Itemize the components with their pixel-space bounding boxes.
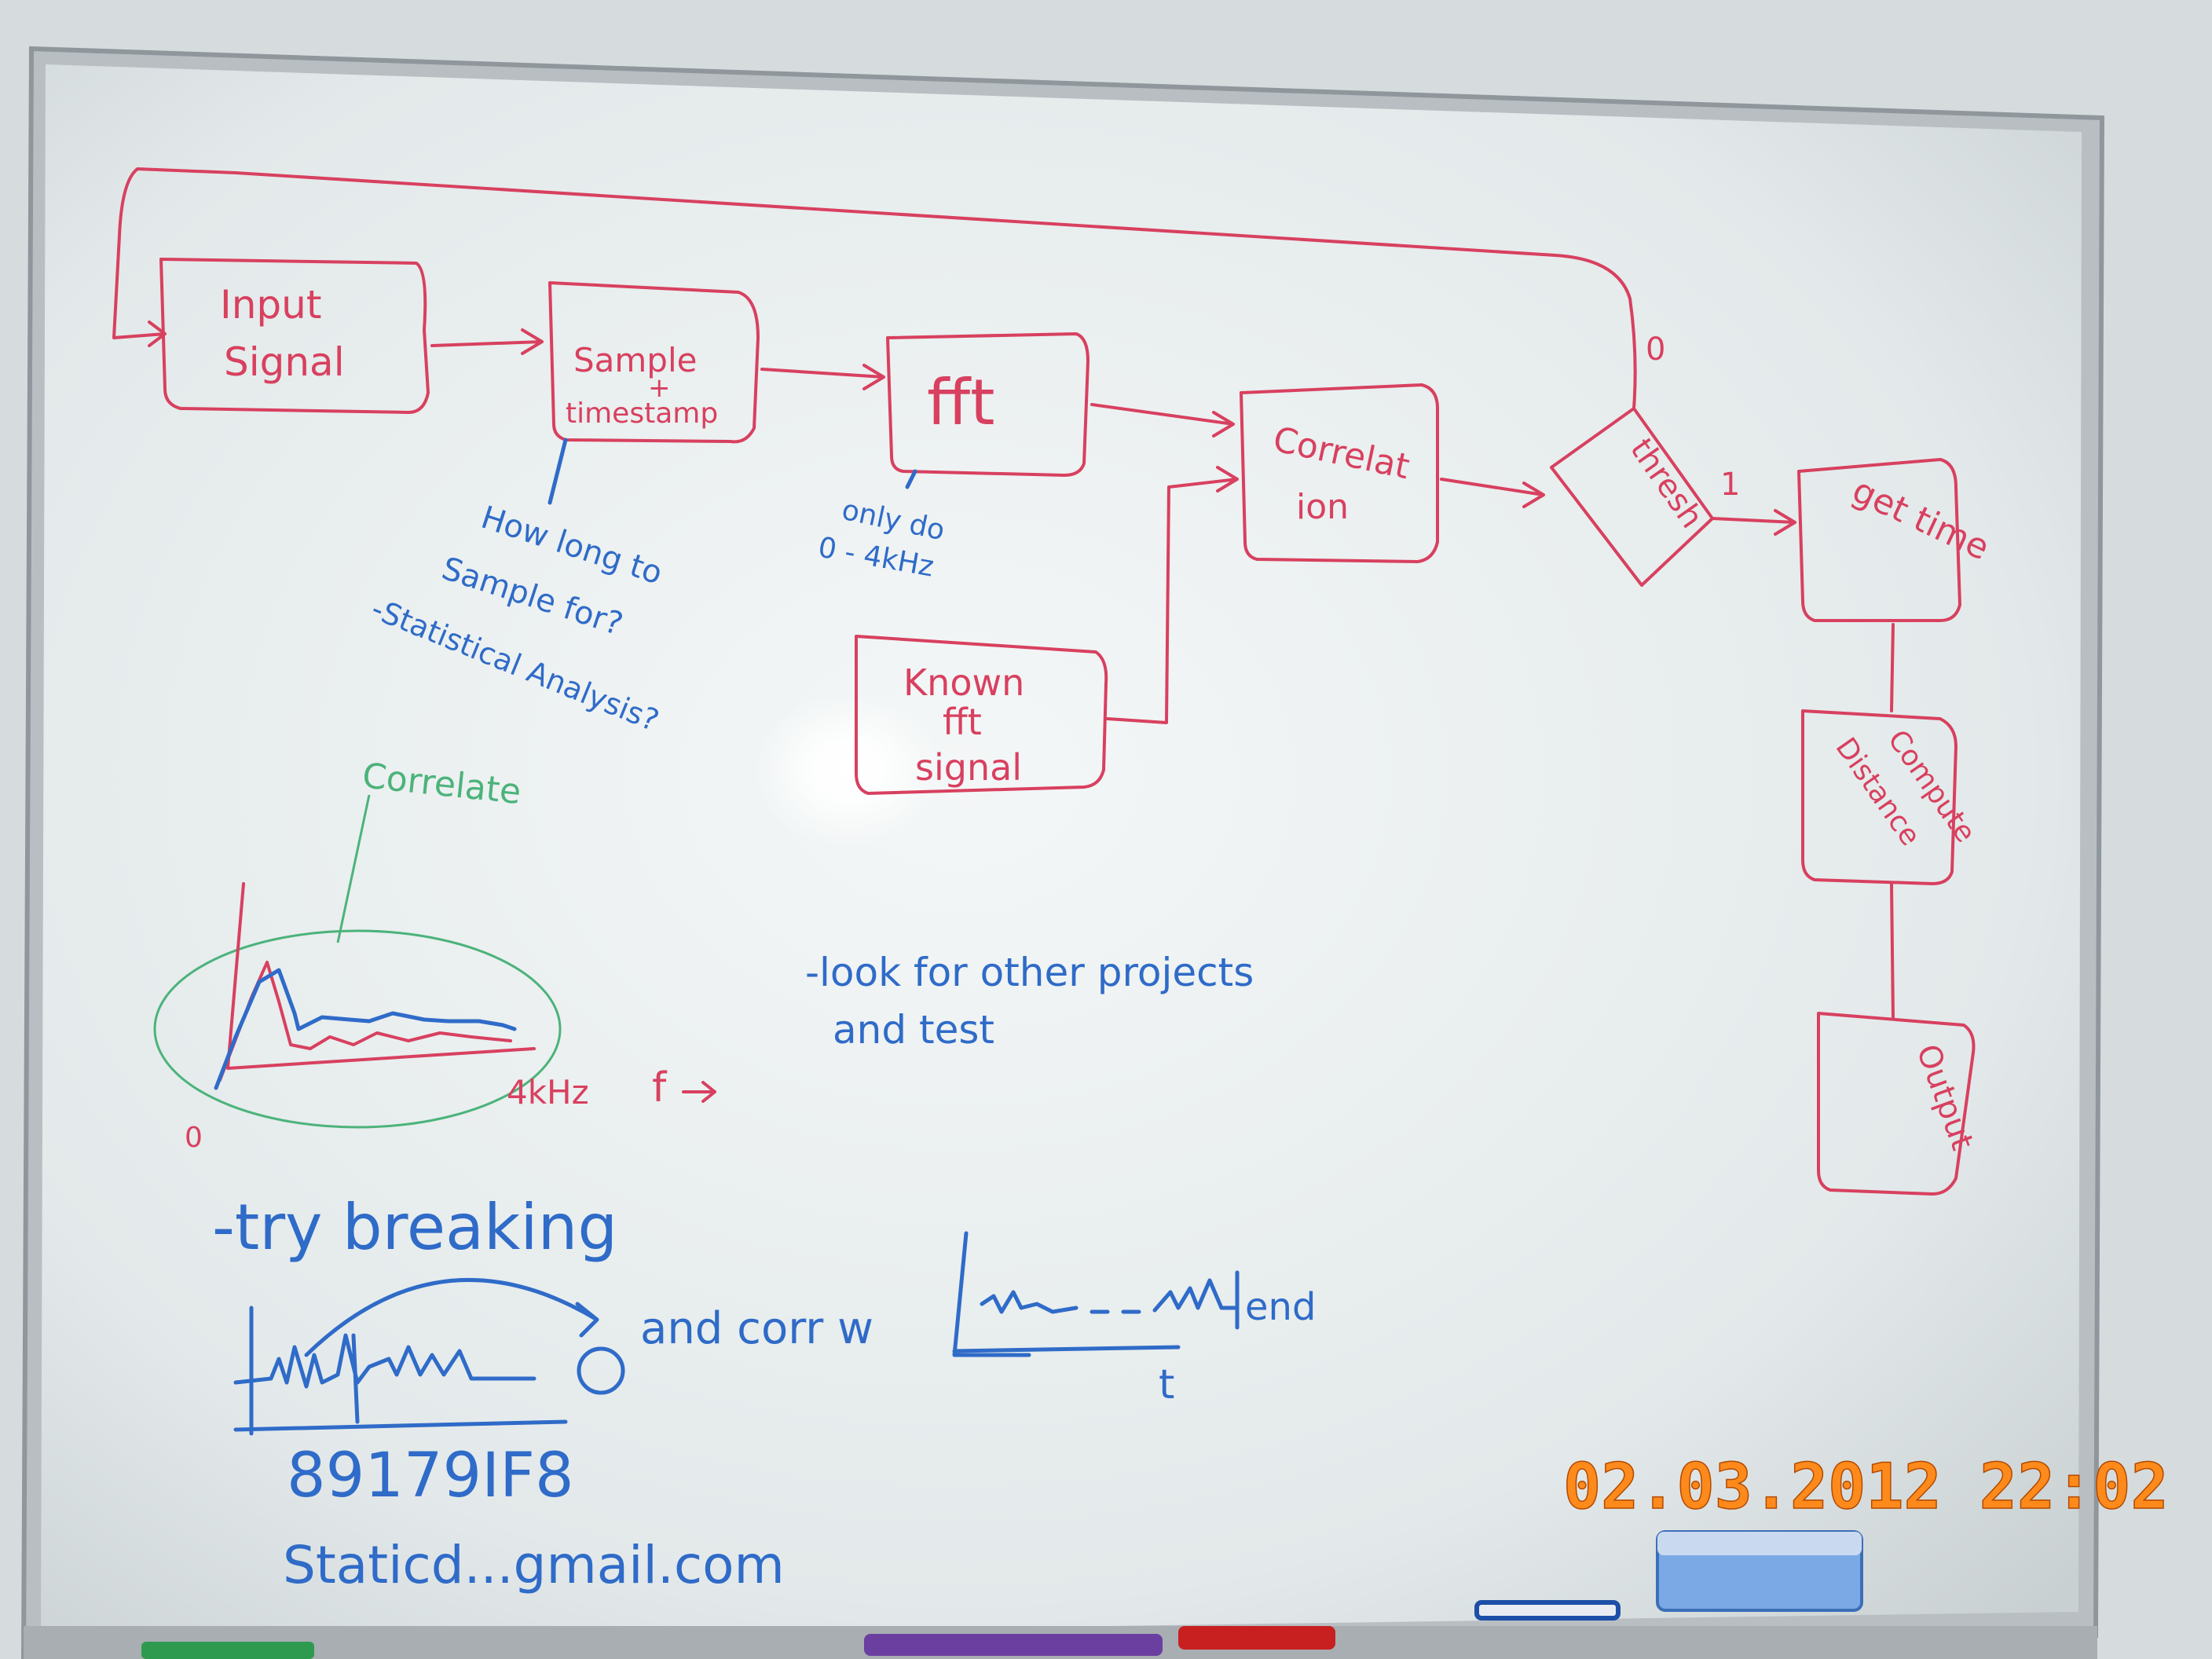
note-look-for-line1: -look for other projects — [805, 950, 1254, 995]
arrow-known-to-correlation — [1106, 466, 1239, 724]
sample-timestamp-box — [548, 281, 760, 444]
note-look-for-line2: and test — [833, 1007, 994, 1053]
axis-arrow-f — [682, 1081, 716, 1103]
waveform-segmented — [233, 1306, 568, 1436]
sketch-blue-spectrum — [214, 968, 517, 1090]
axis-label-4khz: 4kHz — [507, 1073, 589, 1111]
sample-label-line1: Sample — [573, 341, 697, 379]
board-surface — [41, 64, 2082, 1642]
flash-glare — [754, 691, 943, 848]
waveform-long — [952, 1231, 1240, 1357]
edge-label-one: 1 — [1720, 467, 1740, 503]
fft-label: fft — [927, 366, 994, 439]
note-try-breaking: -try breaking — [212, 1191, 617, 1264]
output-box — [1817, 1012, 1976, 1196]
eraser-top — [1657, 1532, 1862, 1555]
correlate-pointer — [336, 794, 371, 943]
line-gettime-to-compute — [1890, 623, 1895, 712]
marker-blue — [1474, 1600, 1621, 1621]
waveform-end-circle — [577, 1346, 625, 1395]
known-label-line3: signal — [915, 746, 1022, 789]
marker-green — [141, 1642, 314, 1659]
note-email: Staticd...gmail.com — [283, 1535, 785, 1595]
note-end: end — [1245, 1285, 1316, 1329]
compute-distance-box — [1801, 709, 1957, 885]
note-id: 89179IF8 — [287, 1441, 574, 1511]
arrow-fft-to-correlation — [1090, 403, 1235, 438]
axis-origin: 0 — [185, 1122, 203, 1154]
input-label-line2: Signal — [224, 339, 345, 385]
correlation-box — [1240, 383, 1439, 563]
note-pointer-sample — [548, 438, 568, 505]
input-signal-box — [159, 258, 430, 414]
get-time-box — [1797, 458, 1961, 622]
correlate-ellipse — [153, 929, 562, 1129]
input-label-line1: Input — [220, 282, 321, 328]
note-pointer-fft — [905, 469, 917, 489]
sample-label-line3: timestamp — [566, 397, 718, 430]
waveform-arc-arrow — [304, 1277, 599, 1357]
arrow-correlation-to-threshold — [1440, 478, 1545, 508]
feedback-loop-arrow — [112, 167, 1637, 410]
arrow-threshold-to-gettime — [1711, 509, 1796, 536]
correlation-label-line2: ion — [1296, 487, 1349, 527]
marker-purple — [864, 1634, 1163, 1656]
marker-red — [1178, 1626, 1335, 1650]
known-label-line2: fft — [943, 701, 982, 743]
known-fft-signal-box — [855, 635, 1108, 795]
sketch-axes — [226, 882, 536, 1070]
edge-label-zero: 0 — [1646, 331, 1665, 368]
arrow-input-to-sample — [430, 328, 544, 355]
note-and-corr: and corr w — [640, 1303, 873, 1354]
camera-timestamp: 02.03.2012 22:02 — [1563, 1450, 2169, 1523]
note-t: t — [1159, 1361, 1174, 1408]
axis-label-f: f — [652, 1064, 668, 1111]
line-compute-to-output — [1890, 882, 1895, 1019]
sample-label-line2: + — [648, 372, 671, 404]
arrow-sample-to-fft — [760, 364, 885, 390]
known-label-line1: Known — [903, 661, 1024, 704]
fft-box — [886, 332, 1090, 477]
